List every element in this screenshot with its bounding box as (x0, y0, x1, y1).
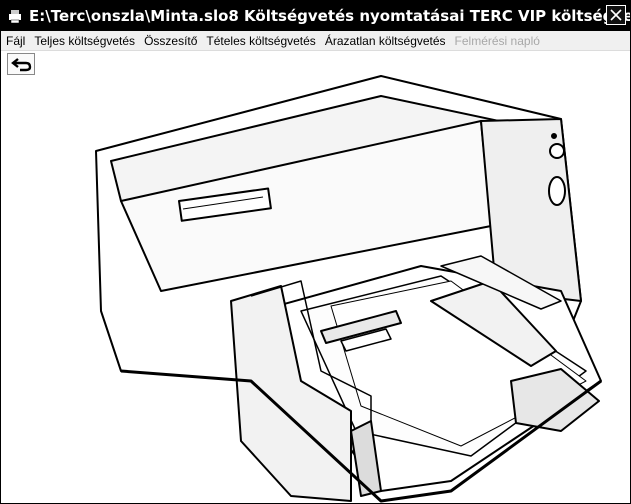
menu-full-budget[interactable]: Teljes költségvetés (34, 33, 136, 48)
close-icon (610, 9, 622, 21)
menu-bar: Fájl Teljes költségvetés Összesítő Tétel… (1, 31, 630, 51)
close-button[interactable] (606, 5, 626, 25)
menu-survey-log: Felmérési napló (454, 33, 540, 48)
menu-file[interactable]: Fájl (6, 33, 26, 48)
menu-unpriced-budget[interactable]: Árazatlan költségvetés (324, 33, 446, 48)
menu-summary[interactable]: Összesítő (144, 33, 198, 48)
title-bar: E:\Terc\onszla\Minta.slo8 Költségvetés n… (1, 1, 630, 31)
app-printer-icon (7, 7, 23, 25)
printer-illustration (1, 51, 630, 503)
menu-itemized-budget[interactable]: Tételes költségvetés (206, 33, 316, 48)
window-title: E:\Terc\onszla\Minta.slo8 Költségvetés n… (29, 7, 630, 25)
back-arrow-icon (11, 58, 32, 72)
back-button[interactable] (7, 53, 35, 75)
